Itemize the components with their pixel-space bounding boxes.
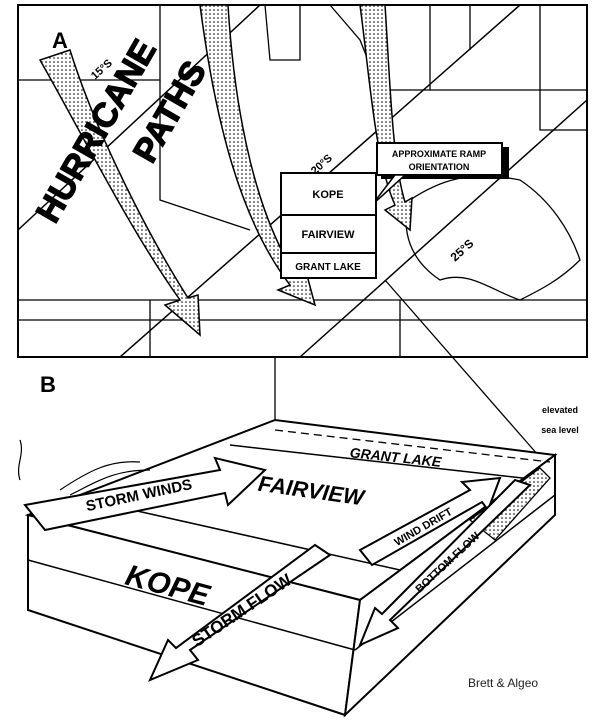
sea-level-dashed-line xyxy=(274,429,551,463)
flow-arrows xyxy=(23,456,532,682)
hurricane-arrow-3 xyxy=(359,4,413,232)
ramp-orientation-callout: APPROXIMATE RAMP ORIENTATION xyxy=(371,142,509,206)
wind-drift-arrow xyxy=(358,476,502,567)
hurricane-arrow-1 xyxy=(38,49,201,337)
callout-line-1: APPROXIMATE RAMP xyxy=(392,149,486,159)
map-frame xyxy=(17,4,588,358)
connector-lines xyxy=(274,279,539,456)
sea-level-line-1: elevated xyxy=(542,405,578,415)
storm-winds-arrow xyxy=(23,456,268,532)
credit-caption: Brett & Algeo xyxy=(468,676,539,690)
hurricane-arrow-2 xyxy=(199,4,317,307)
legend-kope: KOPE xyxy=(312,189,343,201)
formation-legend xyxy=(280,172,377,279)
hurricane-path-arrows xyxy=(38,4,413,337)
legend-fairview: FAIRVIEW xyxy=(302,229,356,241)
latitude-25s: 25°S xyxy=(448,236,477,264)
legend-grant-lake: GRANT LAKE xyxy=(295,262,361,273)
panel-b-label: B xyxy=(40,372,56,397)
sea-level-line-2: sea level xyxy=(541,425,579,435)
storm-flow-arrow xyxy=(148,543,332,682)
bottom-flow-arrow xyxy=(358,478,532,647)
panel-a-label: A xyxy=(52,28,68,53)
callout-line-2: ORIENTATION xyxy=(409,162,470,172)
